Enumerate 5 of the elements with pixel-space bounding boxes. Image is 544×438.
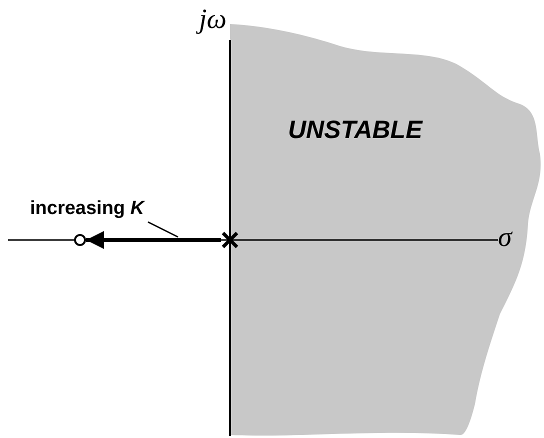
annotation-text: increasing K [30, 198, 146, 220]
axis-label: σ [498, 222, 512, 254]
leader-line [148, 221, 178, 238]
region-label: UNSTABLE [288, 116, 422, 145]
locus-arrow [86, 231, 221, 249]
